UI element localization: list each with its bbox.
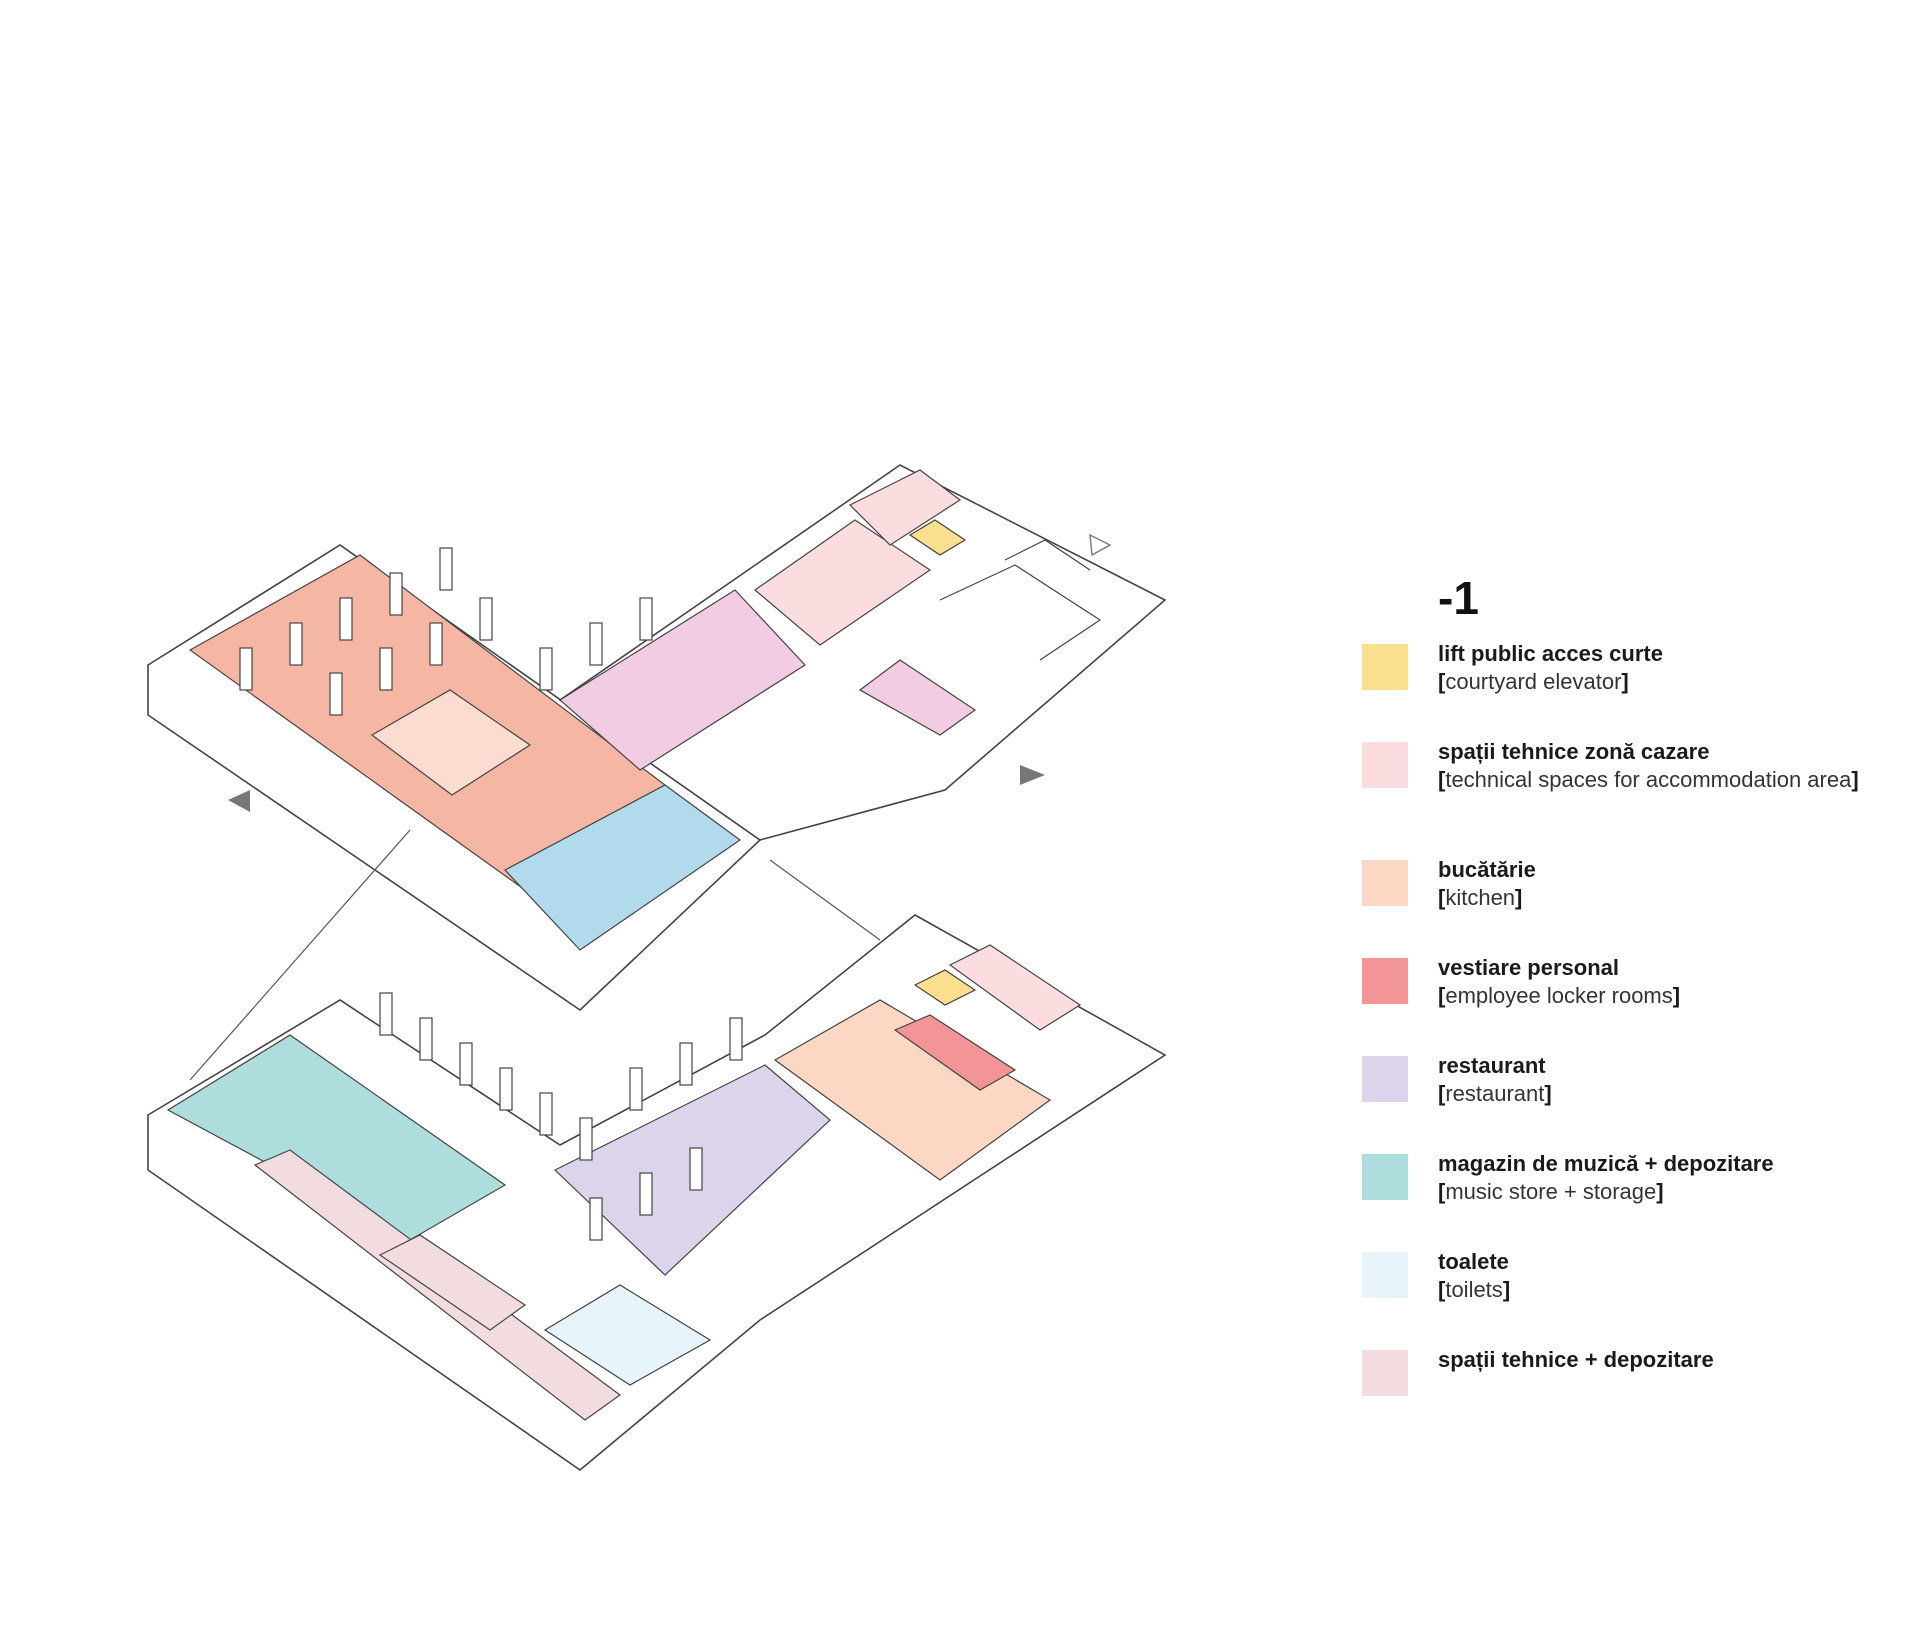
- legend-item-translation: [technical spaces for accommodation area…: [1438, 767, 1859, 792]
- connector-lines: [189, 829, 881, 1081]
- column: [589, 622, 603, 666]
- arrow-east-icon: [1020, 765, 1045, 785]
- upper-right-wing-walls2: [1004, 539, 1091, 571]
- column: [499, 1067, 513, 1111]
- legend-item-translation: [kitchen]: [1438, 885, 1523, 910]
- legend-item: restaurant [restaurant]: [1362, 1052, 1882, 1136]
- column: [679, 1042, 693, 1086]
- column: [289, 622, 303, 666]
- connector-line-left: [189, 829, 411, 1081]
- legend-item-name: toalete: [1438, 1249, 1509, 1274]
- legend-item: magazin de muzică + depozitare [music sto…: [1362, 1150, 1882, 1234]
- legend-item: spații tehnice zonă cazare [technical spa…: [1362, 738, 1882, 842]
- legend-text: restaurant [restaurant]: [1438, 1052, 1552, 1108]
- column: [389, 572, 403, 616]
- column: [729, 1017, 743, 1061]
- legend-item-name: spații tehnice zonă cazare: [1438, 739, 1710, 764]
- legend-item-name: spații tehnice + depozitare: [1438, 1347, 1714, 1372]
- column: [589, 1197, 603, 1241]
- upper-blue-room-floor: [504, 784, 742, 951]
- upper-tech-rooms-floor: [754, 519, 932, 646]
- legend-text: toalete [toilets]: [1438, 1248, 1510, 1304]
- legend-item: toalete [toilets]: [1362, 1248, 1882, 1332]
- column: [539, 1092, 553, 1136]
- columns: [239, 547, 743, 1241]
- legend-swatch: [1362, 1252, 1408, 1298]
- upper-pink-room-floor: [558, 589, 806, 771]
- column: [419, 1017, 433, 1061]
- legend-item-translation: [employee locker rooms]: [1438, 983, 1681, 1008]
- legend-swatch: [1362, 742, 1408, 788]
- legend-text: spații tehnice + depozitare: [1438, 1346, 1714, 1374]
- legend-items: lift public acces curte [courtyard elevat…: [1362, 640, 1882, 1430]
- legend-item-translation: [restaurant]: [1438, 1081, 1552, 1106]
- legend-item-name: lift public acces curte: [1438, 641, 1663, 666]
- lower-tech-storage-floor2: [378, 1234, 527, 1331]
- lower-kitchen-floor: [773, 999, 1052, 1181]
- upper-elevator-floor: [908, 519, 967, 556]
- column: [439, 547, 453, 591]
- legend-item-translation: [toilets]: [1438, 1277, 1511, 1302]
- legend-item-translation: [courtyard elevator]: [1438, 669, 1629, 694]
- arrow-north-icon: [1089, 533, 1112, 557]
- upper-right-wing-walls: [939, 564, 1102, 661]
- column: [639, 597, 653, 641]
- legend-text: lift public acces curte [courtyard elevat…: [1438, 640, 1663, 696]
- legend-swatch: [1362, 958, 1408, 1004]
- legend-swatch: [1362, 1154, 1408, 1200]
- arrow-west-icon: [228, 790, 250, 812]
- lower-locker-floor: [893, 1014, 1017, 1091]
- column: [579, 1117, 593, 1161]
- column: [629, 1067, 643, 1111]
- column: [339, 597, 353, 641]
- legend-item-name: bucătărie: [1438, 857, 1536, 882]
- direction-arrows: [228, 533, 1112, 812]
- legend-item-translation: [music store + storage]: [1438, 1179, 1664, 1204]
- legend-swatch: [1362, 644, 1408, 690]
- column: [479, 597, 493, 641]
- legend: -1 lift public acces curte [courtyard ele…: [1362, 570, 1882, 1430]
- column: [239, 647, 253, 691]
- column: [329, 672, 343, 716]
- legend-text: bucătărie [kitchen]: [1438, 856, 1536, 912]
- legend-text: spații tehnice zonă cazare [technical spa…: [1438, 738, 1859, 794]
- lower-tech-accom-floor: [948, 944, 1082, 1031]
- legend-swatch: [1362, 860, 1408, 906]
- column: [689, 1147, 703, 1191]
- column: [379, 647, 393, 691]
- legend-item-name: restaurant: [1438, 1053, 1546, 1078]
- legend-swatch: [1362, 1350, 1408, 1396]
- legend-item: vestiare personal [employee locker rooms]: [1362, 954, 1882, 1038]
- legend-swatch: [1362, 1056, 1408, 1102]
- level-label: -1: [1438, 572, 1479, 624]
- legend-item-name: vestiare personal: [1438, 955, 1619, 980]
- column: [429, 622, 443, 666]
- column: [459, 1042, 473, 1086]
- lower-level: [147, 914, 1167, 1472]
- connector-line-right: [769, 859, 881, 941]
- upper-pink-room2-floor: [858, 659, 977, 736]
- legend-text: magazin de muzică + depozitare [music sto…: [1438, 1150, 1774, 1206]
- lower-toilets-floor: [543, 1284, 712, 1386]
- lower-elevator-floor: [913, 969, 977, 1006]
- legend-item: bucătărie [kitchen]: [1362, 856, 1882, 940]
- column: [379, 992, 393, 1036]
- column: [539, 647, 553, 691]
- upper-tech-rooms2-floor: [848, 469, 962, 546]
- legend-item: spații tehnice + depozitare: [1362, 1346, 1882, 1430]
- legend-item: lift public acces curte [courtyard elevat…: [1362, 640, 1882, 724]
- legend-item-name: magazin de muzică + depozitare: [1438, 1151, 1774, 1176]
- upper-level: [147, 464, 1167, 1012]
- upper-slab-right: [558, 464, 1167, 841]
- legend-text: vestiare personal [employee locker rooms]: [1438, 954, 1680, 1010]
- column: [639, 1172, 653, 1216]
- upper-inner-box: [370, 689, 532, 796]
